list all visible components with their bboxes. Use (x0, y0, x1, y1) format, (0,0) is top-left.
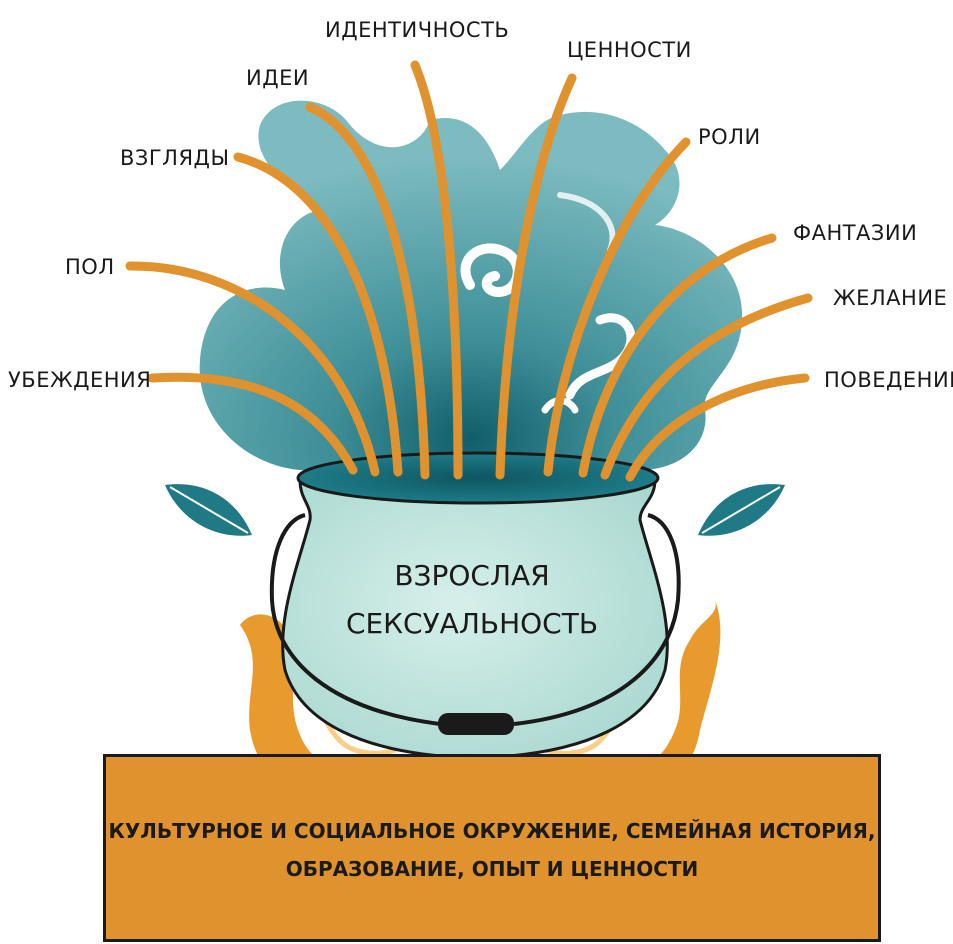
label-views: ВЗГЛЯДЫ (120, 146, 230, 170)
strands (125, 60, 813, 482)
leaf-icon (165, 484, 252, 536)
strand-behavior (625, 373, 810, 482)
label-behavior: ПОВЕДЕНИЕ (824, 368, 953, 392)
strand-values (495, 73, 577, 480)
base-text-line2: ОБРАЗОВАНИЕ, ОПЫТ И ЦЕННОСТИ (285, 857, 699, 881)
label-fantasies: ФАНТАЗИИ (793, 221, 917, 245)
base-text-line1: КУЛЬТУРНОЕ И СОЦИАЛЬНОЕ ОКРУЖЕНИЕ, СЕМЕЙ… (108, 819, 876, 843)
strand-views (233, 152, 403, 477)
label-beliefs: УБЕЖДЕНИЯ (8, 368, 151, 392)
strand-identity (410, 60, 463, 480)
base-context-box: КУЛЬТУРНОЕ И СОЦИАЛЬНОЕ ОКРУЖЕНИЕ, СЕМЕЙ… (103, 754, 881, 942)
strand-roles (543, 137, 691, 477)
label-identity: ИДЕНТИЧНОСТЬ (325, 18, 509, 42)
strand-desire (600, 293, 813, 480)
pot-title-line1: ВЗРОСЛАЯ (394, 559, 549, 592)
leaf-icon (698, 484, 785, 536)
steam-cloud-icon (199, 100, 743, 476)
cauldron-icon (269, 451, 681, 760)
strand-beliefs (147, 372, 358, 475)
label-desire: ЖЕЛАНИЕ (833, 286, 947, 310)
label-roles: РОЛИ (698, 125, 761, 149)
label-gender: ПОЛ (65, 255, 115, 279)
pot-title-line2: СЕКСУАЛЬНОСТЬ (346, 607, 598, 640)
label-ideas: ИДЕИ (246, 66, 309, 90)
label-values: ЦЕННОСТИ (567, 38, 692, 62)
strand-ideas (305, 102, 430, 480)
strand-fantasies (578, 233, 777, 478)
strand-gender (125, 261, 380, 477)
